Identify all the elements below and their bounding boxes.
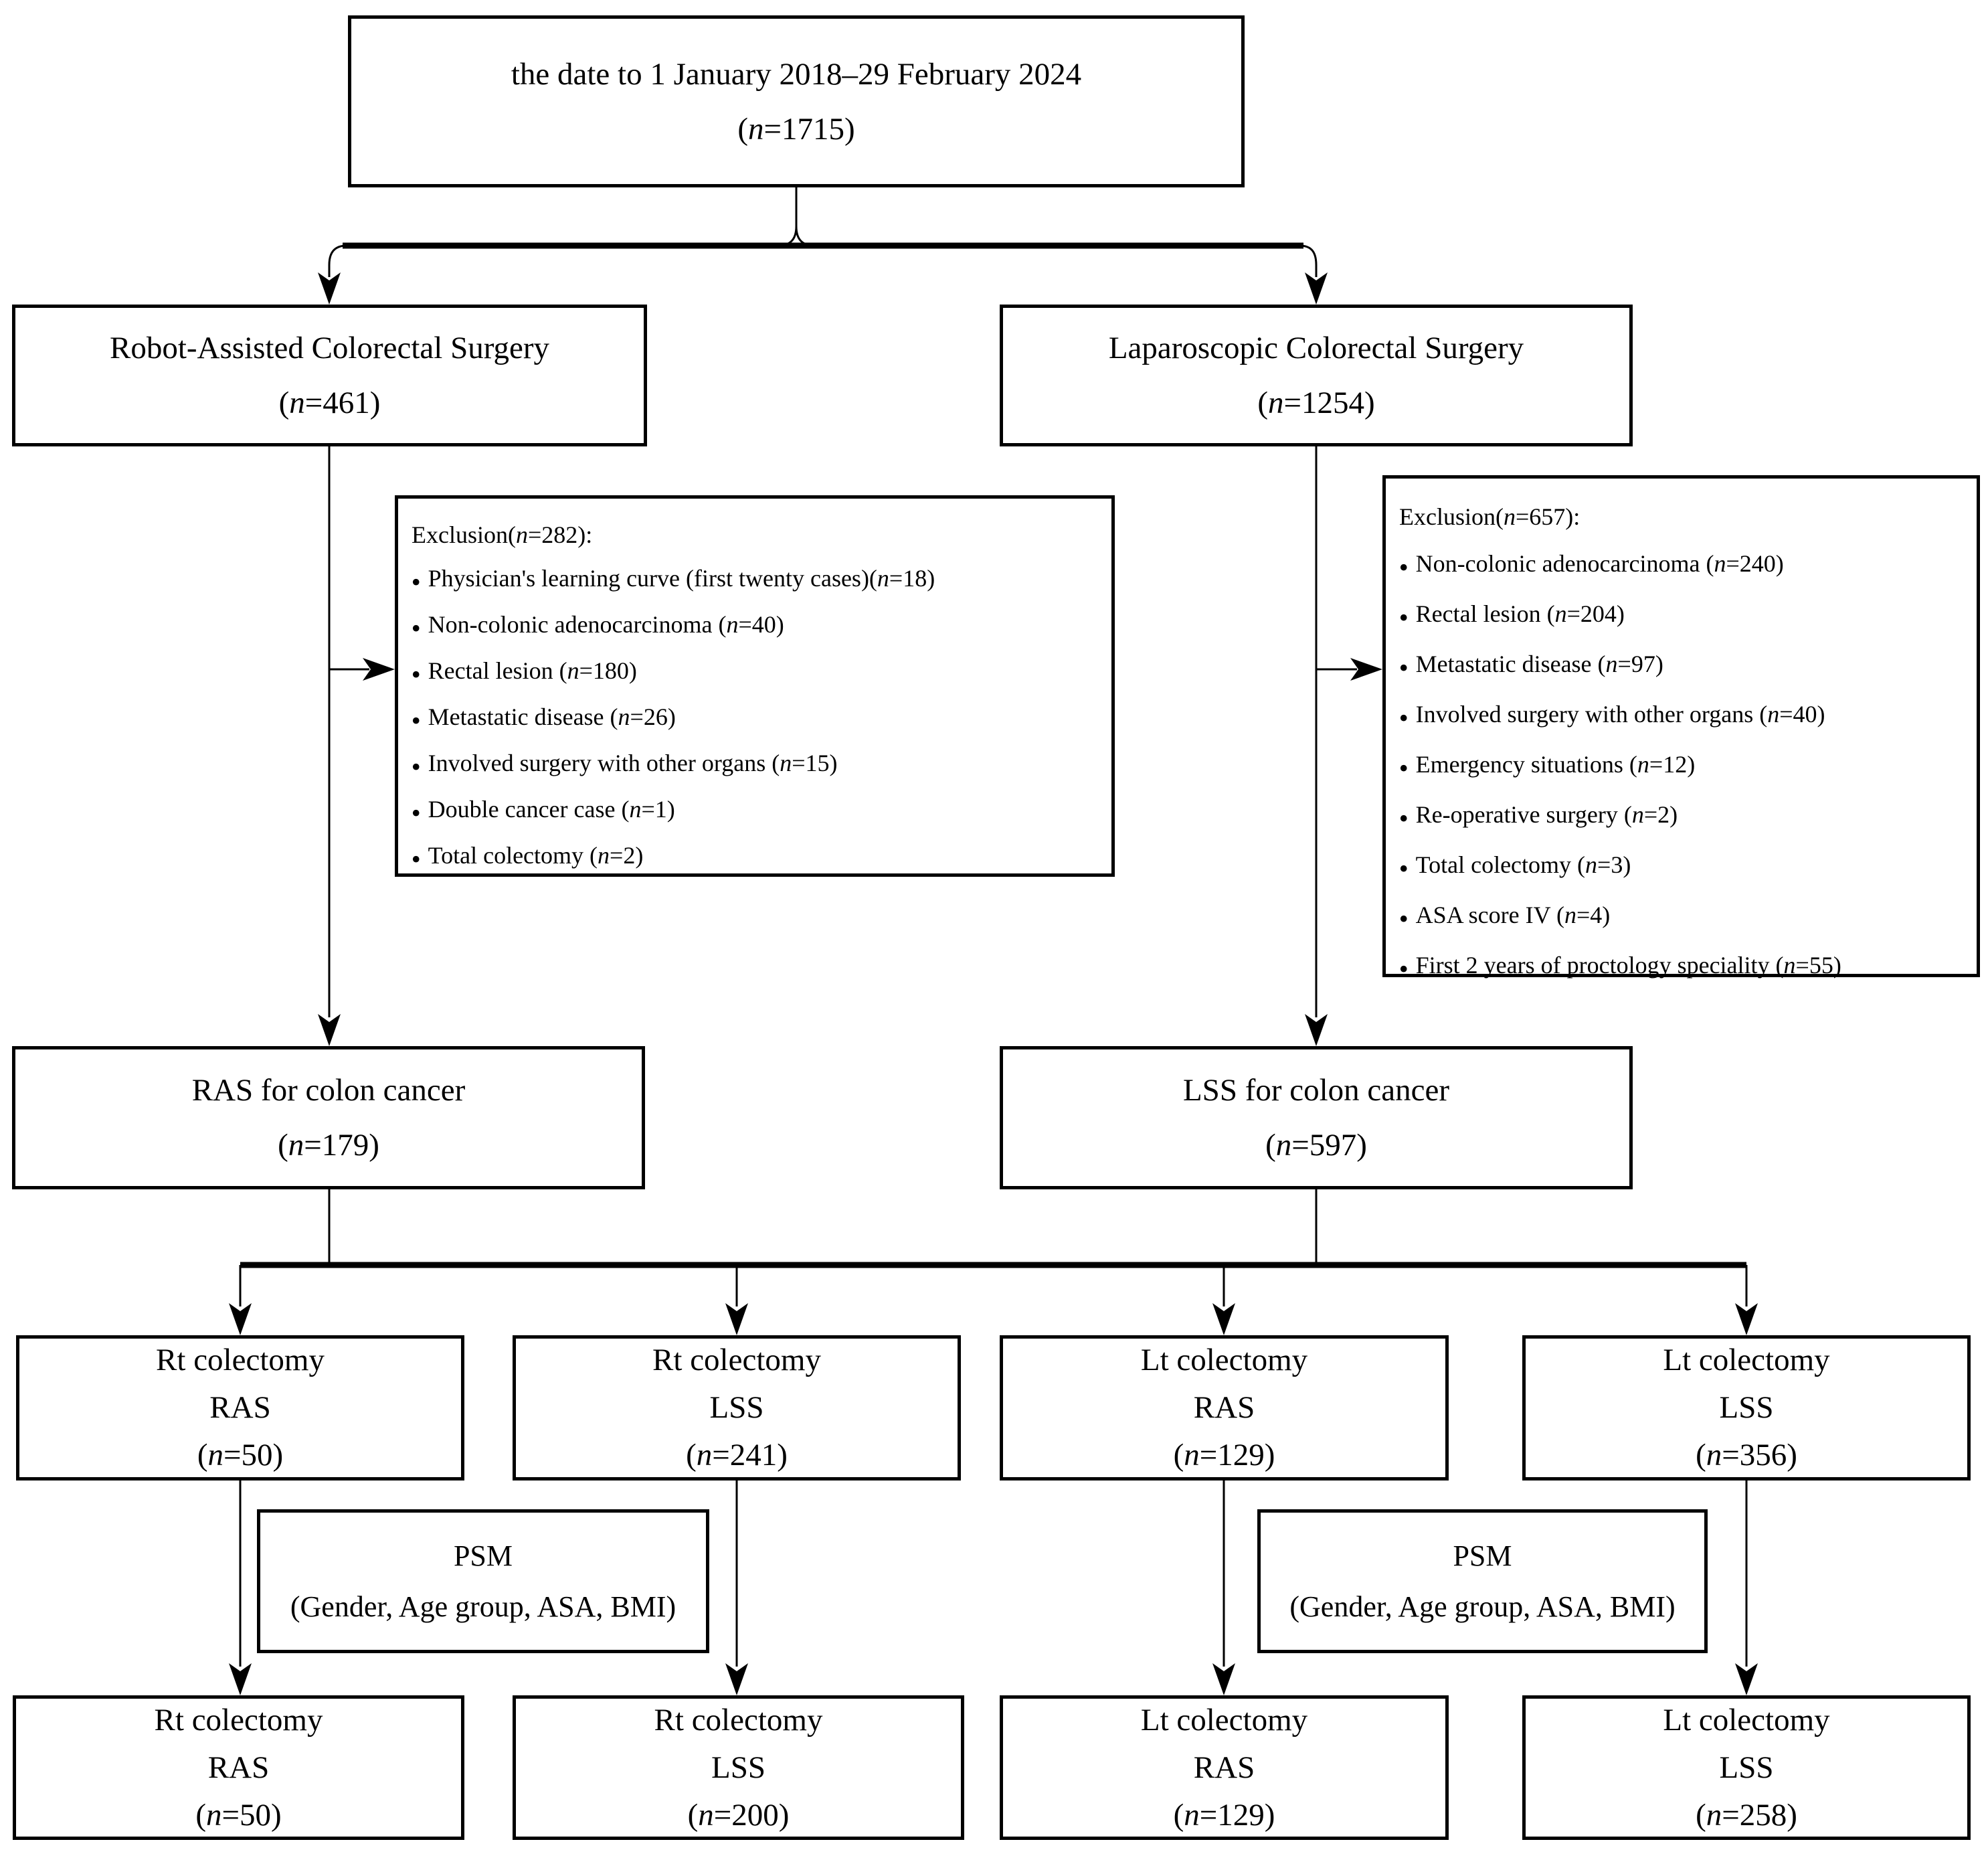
box-n-count: (n=461) — [278, 386, 381, 420]
arrow-into-ras-colon — [318, 1014, 341, 1046]
box-sublabel: RAS — [1193, 1390, 1255, 1425]
arrow-into-lss-box — [1305, 272, 1328, 305]
exclusion-item: Non-colonic adenocarcinoma (n=240) — [1399, 540, 1965, 590]
exclusion-item: Rectal lesion (n=204) — [1399, 590, 1965, 641]
box-label: LSS for colon cancer — [1182, 1073, 1450, 1108]
box-study-period: the date to 1 January 2018–29 February 2… — [348, 15, 1245, 187]
exclusion-item: Metastatic disease (n=26) — [412, 695, 1099, 742]
box-sublabel: RAS — [1193, 1750, 1255, 1785]
box-n-count: (n=50) — [195, 1797, 282, 1833]
box-label: Laparoscopic Colorectal Surgery — [1108, 331, 1524, 365]
exclusion-item: Physician's learning curve (first twenty… — [412, 557, 1099, 603]
exclusion-header: Exclusion(n=657): — [1399, 503, 1580, 530]
box-psm-left: PSM (Gender, Age group, ASA, BMI) — [257, 1509, 709, 1653]
exclusion-item: Emergency situations (n=12) — [1399, 741, 1965, 791]
box-rt-colectomy-ras-post: Rt colectomy RAS (n=50) — [13, 1695, 464, 1840]
box-sublabel: LSS — [711, 1750, 765, 1785]
box-label: Rt colectomy — [654, 1702, 823, 1738]
box-sublabel: RAS — [207, 1750, 270, 1785]
box-rt-colectomy-lss-pre: Rt colectomy LSS (n=241) — [513, 1335, 961, 1480]
exclusion-item: Metastatic disease (n=97) — [1399, 641, 1965, 691]
box-lt-colectomy-ras-post: Lt colectomy RAS (n=129) — [1000, 1695, 1449, 1840]
thin-connectors — [239, 187, 1748, 1667]
connector-elbow-ras — [328, 244, 347, 277]
box-label: Lt colectomy — [1663, 1702, 1830, 1738]
box-n-count: (n=129) — [1173, 1797, 1275, 1833]
box-lt-colectomy-lss-pre: Lt colectomy LSS (n=356) — [1522, 1335, 1971, 1480]
box-label: the date to 1 January 2018–29 February 2… — [511, 56, 1082, 92]
box-n-count: (n=1715) — [737, 111, 855, 147]
psm-covariates: (Gender, Age group, ASA, BMI) — [1289, 1590, 1676, 1623]
arrow-into-lss-exclusion — [1350, 658, 1382, 681]
box-label: Rt colectomy — [154, 1702, 323, 1738]
box-ras-exclusion: Exclusion(n=282): Physician's learning c… — [395, 495, 1115, 877]
box-label: RAS for colon cancer — [191, 1073, 466, 1108]
box-n-count: (n=597) — [1265, 1128, 1367, 1163]
exclusion-list: Exclusion(n=282): Physician's learning c… — [398, 499, 1111, 887]
arrow-into-rt-lss-post — [725, 1663, 748, 1695]
box-n-count: (n=258) — [1696, 1797, 1797, 1833]
box-label: Rt colectomy — [652, 1343, 821, 1377]
box-ras-colon-cancer: RAS for colon cancer (n=179) — [12, 1046, 645, 1189]
exclusion-item: ASA score IV (n=4) — [1399, 892, 1965, 942]
box-lt-colectomy-lss-post: Lt colectomy LSS (n=258) — [1522, 1695, 1971, 1840]
exclusion-item: Non-colonic adenocarcinoma (n=40) — [412, 603, 1099, 649]
box-sublabel: RAS — [209, 1390, 271, 1425]
box-n-count: (n=129) — [1173, 1438, 1275, 1472]
exclusion-item: Involved surgery with other organs (n=15… — [412, 742, 1099, 788]
box-rt-colectomy-lss-post: Rt colectomy LSS (n=200) — [513, 1695, 964, 1840]
box-robot-assisted-surgery: Robot-Assisted Colorectal Surgery (n=461… — [12, 305, 647, 446]
exclusion-item: Total colectomy (n=2) — [412, 834, 1099, 880]
arrow-into-lt-ras-post — [1212, 1663, 1235, 1695]
box-n-count: (n=241) — [686, 1438, 788, 1472]
exclusion-item: Involved surgery with other organs (n=40… — [1399, 691, 1965, 741]
arrow-into-ras-box — [318, 272, 341, 305]
arrow-into-lt-ras-pre — [1212, 1303, 1235, 1335]
box-sublabel: LSS — [1719, 1750, 1774, 1785]
psm-title: PSM — [1453, 1539, 1512, 1572]
exclusion-list: Exclusion(n=657): Non-colonic adenocarci… — [1386, 479, 1977, 999]
psm-title: PSM — [453, 1539, 513, 1572]
box-label: Lt colectomy — [1140, 1343, 1308, 1377]
connector-elbow-lss — [1299, 244, 1318, 277]
exclusion-header: Exclusion(n=282): — [412, 521, 593, 548]
box-n-count: (n=200) — [687, 1797, 790, 1833]
arrow-into-lt-lss-post — [1735, 1663, 1758, 1695]
box-laparoscopic-surgery: Laparoscopic Colorectal Surgery (n=1254) — [1000, 305, 1633, 446]
arrow-into-rt-lss-pre — [725, 1303, 748, 1335]
box-lss-colon-cancer: LSS for colon cancer (n=597) — [1000, 1046, 1633, 1189]
box-label: Robot-Assisted Colorectal Surgery — [109, 331, 550, 365]
psm-covariates: (Gender, Age group, ASA, BMI) — [290, 1590, 676, 1623]
box-lss-exclusion: Exclusion(n=657): Non-colonic adenocarci… — [1382, 475, 1980, 979]
arrow-into-lt-lss-pre — [1735, 1303, 1758, 1335]
thick-connectors — [240, 242, 1746, 1268]
exclusion-item: Total colectomy (n=3) — [1399, 841, 1965, 892]
exclusion-item: Re-operative surgery (n=2) — [1399, 791, 1965, 841]
box-lt-colectomy-ras-pre: Lt colectomy RAS (n=129) — [1000, 1335, 1449, 1480]
box-n-count: (n=356) — [1696, 1438, 1797, 1472]
arrow-into-lss-colon — [1305, 1014, 1328, 1046]
box-sublabel: LSS — [709, 1390, 764, 1425]
box-n-count: (n=1254) — [1257, 386, 1375, 420]
box-n-count: (n=179) — [278, 1128, 379, 1163]
box-label: Lt colectomy — [1663, 1343, 1830, 1377]
arrowheads — [229, 272, 1758, 1695]
exclusion-item: Double cancer case (n=1) — [412, 788, 1099, 834]
arrow-into-rt-ras-post — [229, 1663, 252, 1695]
box-sublabel: LSS — [1719, 1390, 1774, 1425]
exclusion-item: First 2 years of proctology speciality (… — [1399, 942, 1965, 992]
box-rt-colectomy-ras-pre: Rt colectomy RAS (n=50) — [16, 1335, 464, 1480]
box-label: Lt colectomy — [1140, 1702, 1308, 1738]
box-label: Rt colectomy — [156, 1343, 325, 1377]
arrow-into-rt-ras-pre — [229, 1303, 252, 1335]
box-n-count: (n=50) — [197, 1438, 284, 1472]
arrow-into-ras-exclusion — [363, 658, 395, 681]
exclusion-item: Rectal lesion (n=180) — [412, 649, 1099, 695]
box-psm-right: PSM (Gender, Age group, ASA, BMI) — [1257, 1509, 1708, 1653]
